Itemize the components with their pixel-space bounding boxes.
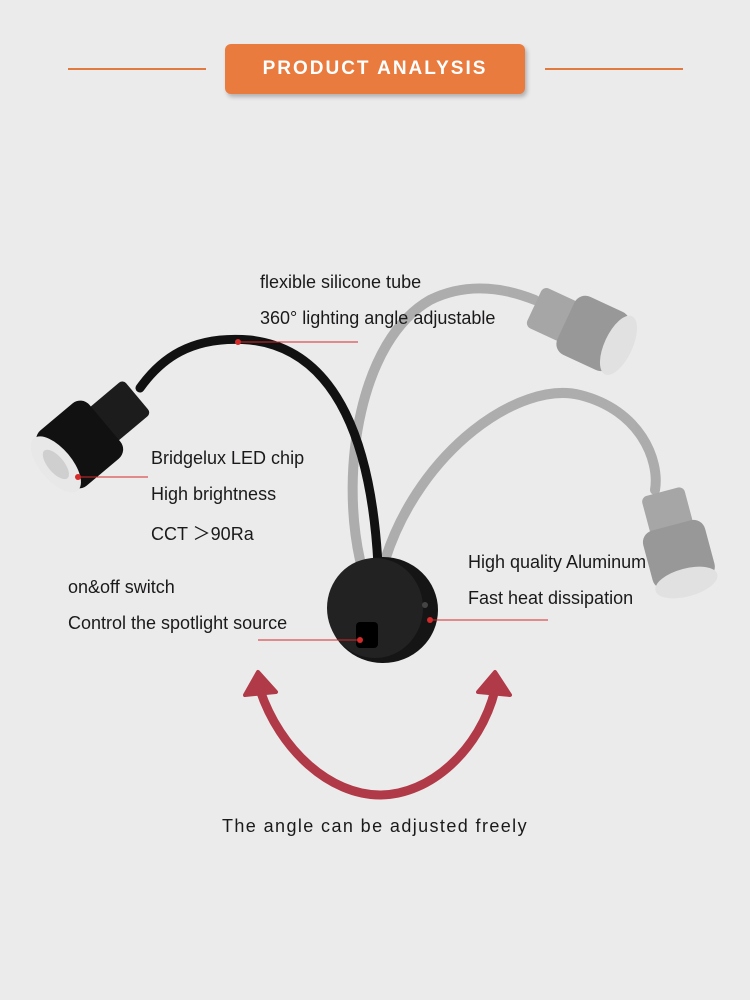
tube-label-2: 360° lighting angle adjustable	[260, 308, 496, 328]
chip-label-3: CCT ＞90Ra	[151, 524, 254, 544]
gooseneck-tube	[135, 334, 383, 570]
main-lamp-head	[30, 381, 150, 493]
chip-label-1: Bridgelux LED chip	[151, 448, 305, 468]
arrow-head-left	[243, 670, 278, 697]
double-arrow	[255, 685, 500, 800]
header-divider-right	[545, 68, 683, 70]
product-analysis-banner: PRODUCT ANALYSIS	[225, 44, 525, 94]
ghost-lamp-upper	[347, 283, 638, 565]
switch-button	[356, 622, 378, 648]
header-divider-left	[68, 68, 206, 70]
pointer-lines	[78, 341, 548, 641]
lamp-base	[327, 557, 438, 663]
ghost-lamp-lower	[380, 388, 718, 599]
body-label-2: Fast heat dissipation	[468, 588, 634, 608]
angle-caption: The angle can be adjusted freely	[222, 816, 528, 836]
switch-label-1: on&off switch	[68, 577, 175, 597]
chip-label-2: High brightness	[151, 484, 277, 504]
switch-label-2: Control the spotlight source	[68, 613, 288, 633]
tube-label-1: flexible silicone tube	[260, 272, 422, 292]
body-label-1: High quality Aluminum	[468, 552, 647, 572]
pointer-dots	[75, 339, 433, 643]
arrow-head-right	[476, 670, 512, 697]
